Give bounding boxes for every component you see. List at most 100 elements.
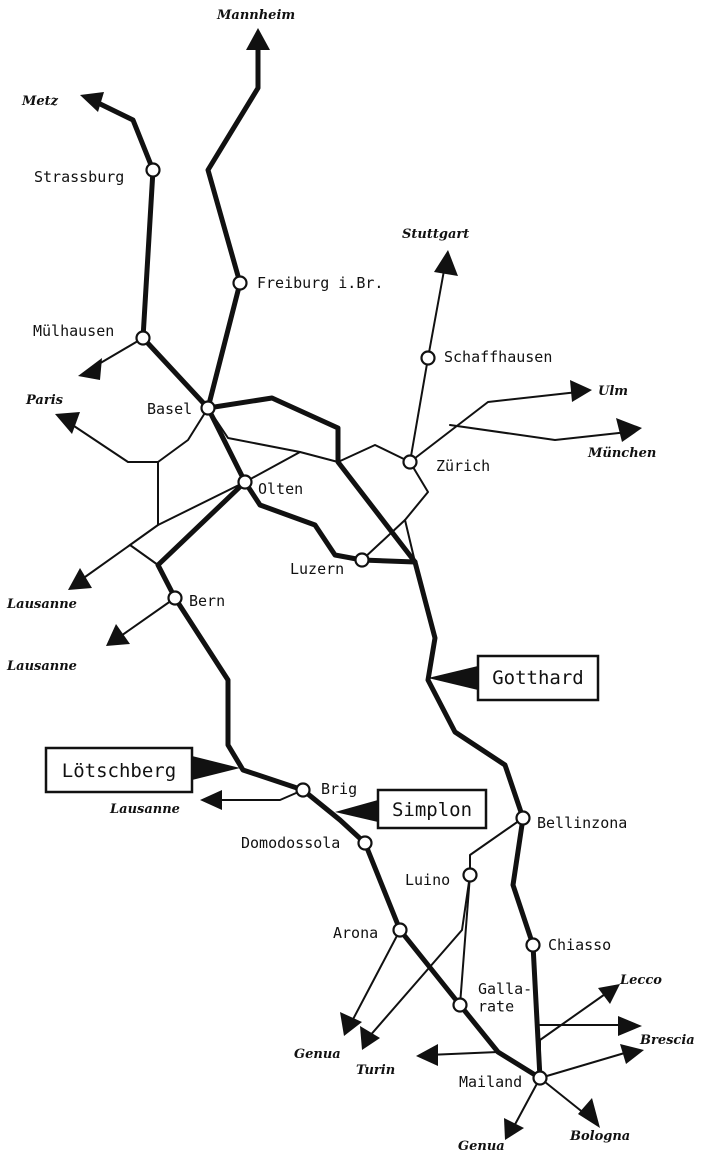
arrow-brescia-2-icon xyxy=(620,1044,644,1064)
line-mailand-lecco xyxy=(539,991,609,1079)
label-freiburg: Freiburg i.Br. xyxy=(257,274,383,292)
line-strassburg-muelhausen xyxy=(140,167,156,341)
simplon-label: Simplon xyxy=(392,799,472,821)
line-olten-bern xyxy=(155,479,248,601)
arrow-turin-icon xyxy=(360,1026,380,1050)
station-muelhausen-marker xyxy=(135,330,151,346)
arrow-lausanne-1-icon xyxy=(68,568,92,590)
line-gotthard-bellinzona xyxy=(412,559,526,821)
dest-turin: Turin xyxy=(356,1063,395,1078)
label-arona: Arona xyxy=(333,924,378,942)
line-basel-olten xyxy=(205,405,248,485)
arrow-muelhausen-exit-icon xyxy=(78,358,102,380)
line-olten-luzern xyxy=(242,479,418,565)
station-labels: Strassburg Freiburg i.Br. Mülhausen Scha… xyxy=(33,168,627,1091)
line-metz-strassburg xyxy=(89,97,156,173)
label-bern: Bern xyxy=(189,592,225,610)
arrow-bologna-icon xyxy=(578,1098,600,1128)
arrow-lausanne-2-icon xyxy=(106,624,130,646)
station-gallarate-marker xyxy=(452,997,468,1013)
gotthard-label: Gotthard xyxy=(492,667,584,689)
line-zurich-muenchen xyxy=(449,424,629,441)
label-zuerich: Zürich xyxy=(436,457,490,475)
line-zurich-schaffhausen xyxy=(409,357,429,463)
line-arona-gallarate xyxy=(397,927,463,1008)
arrow-simplon-pointer-icon xyxy=(335,800,378,822)
station-chiasso-marker xyxy=(525,937,541,953)
line-luino-turin xyxy=(367,874,471,1039)
arrow-paris-icon xyxy=(55,412,80,434)
line-gallarate-mailand xyxy=(457,1002,543,1081)
label-basel: Basel xyxy=(147,400,192,418)
destination-labels: Mannheim Metz Stuttgart Paris Ulm Münche… xyxy=(6,8,695,1154)
dest-ulm: Ulm xyxy=(598,384,628,399)
arrow-loetschberg-pointer-icon xyxy=(192,756,240,780)
station-bern-marker xyxy=(167,590,183,606)
line-olten-lausanne xyxy=(77,481,246,583)
station-freiburg-marker xyxy=(232,275,248,291)
line-mailand-genua xyxy=(511,1077,541,1131)
line-arona-genua xyxy=(349,929,401,1026)
label-luzern: Luzern xyxy=(290,560,344,578)
station-olten-marker xyxy=(237,474,253,490)
line-basel-gotthard xyxy=(205,395,418,565)
label-olten: Olten xyxy=(258,480,303,498)
line-bellinzona-chiasso xyxy=(510,815,536,948)
line-zurich-gotthard xyxy=(404,519,416,563)
dest-lausanne-2: Lausanne xyxy=(6,659,77,674)
label-mailand: Mailand xyxy=(459,1073,522,1091)
pass-callouts: Gotthard Lötschberg Simplon xyxy=(44,654,600,830)
arrow-gotthard-pointer-icon xyxy=(428,666,478,690)
line-schaffhausen-stuttgart xyxy=(427,264,446,359)
dest-genua-2: Genua xyxy=(458,1139,505,1154)
station-brig-marker xyxy=(295,782,311,798)
line-zurich-luzern xyxy=(361,461,429,561)
arrow-genua-2-icon xyxy=(504,1118,524,1140)
arrow-ulm-icon xyxy=(570,380,592,402)
station-basel-marker xyxy=(200,400,216,416)
station-luzern-marker xyxy=(354,552,370,568)
arrowheads xyxy=(55,28,644,1140)
dest-metz: Metz xyxy=(21,94,59,109)
label-schaffhausen: Schaffhausen xyxy=(444,348,552,366)
station-bellinzona-marker xyxy=(515,810,531,826)
dest-stuttgart: Stuttgart xyxy=(402,227,469,242)
dest-paris: Paris xyxy=(25,393,64,408)
arrow-brescia-1-icon xyxy=(618,1016,642,1036)
station-markers xyxy=(135,162,548,1086)
dest-muenchen: München xyxy=(587,446,656,461)
loetschberg-label: Lötschberg xyxy=(62,760,176,782)
arrow-genua-1-icon xyxy=(340,1012,362,1036)
station-zuerich-marker xyxy=(402,454,418,470)
dest-brescia: Brescia xyxy=(639,1033,695,1048)
station-mailand-marker xyxy=(532,1070,548,1086)
arrow-lausanne-3-icon xyxy=(200,790,222,810)
arrow-metz-icon xyxy=(80,92,104,112)
loetschberg-box xyxy=(44,746,194,794)
line-chiasso-mailand xyxy=(530,942,543,1081)
label-chiasso: Chiasso xyxy=(548,936,611,954)
line-bern-lausanne xyxy=(117,597,176,639)
arrow-muenchen-icon xyxy=(616,418,642,442)
dest-lausanne-1: Lausanne xyxy=(6,597,77,612)
label-muelhausen: Mülhausen xyxy=(33,322,114,340)
line-domodossola-arona xyxy=(362,840,403,933)
line-luino-gallarate xyxy=(459,874,471,1006)
station-luino-marker xyxy=(462,867,478,883)
label-domodossola: Domodossola xyxy=(241,834,340,852)
dest-mannheim: Mannheim xyxy=(216,8,295,23)
line-muelhausen-basel xyxy=(140,335,211,411)
arrow-stuttgart-icon xyxy=(434,250,458,276)
line-mannheim-freiburg xyxy=(205,42,261,286)
main-lines xyxy=(89,42,543,1081)
arrow-lecco-icon xyxy=(598,984,620,1004)
label-strassburg: Strassburg xyxy=(34,168,124,186)
simplon-box xyxy=(376,788,488,830)
station-arona-marker xyxy=(392,922,408,938)
label-bellinzona: Bellinzona xyxy=(537,814,627,832)
dest-genua-1: Genua xyxy=(294,1047,341,1062)
station-domodossola-marker xyxy=(357,835,373,851)
label-gallarate: Galla-rate xyxy=(478,980,532,1015)
line-zurich-ulm xyxy=(409,391,579,463)
